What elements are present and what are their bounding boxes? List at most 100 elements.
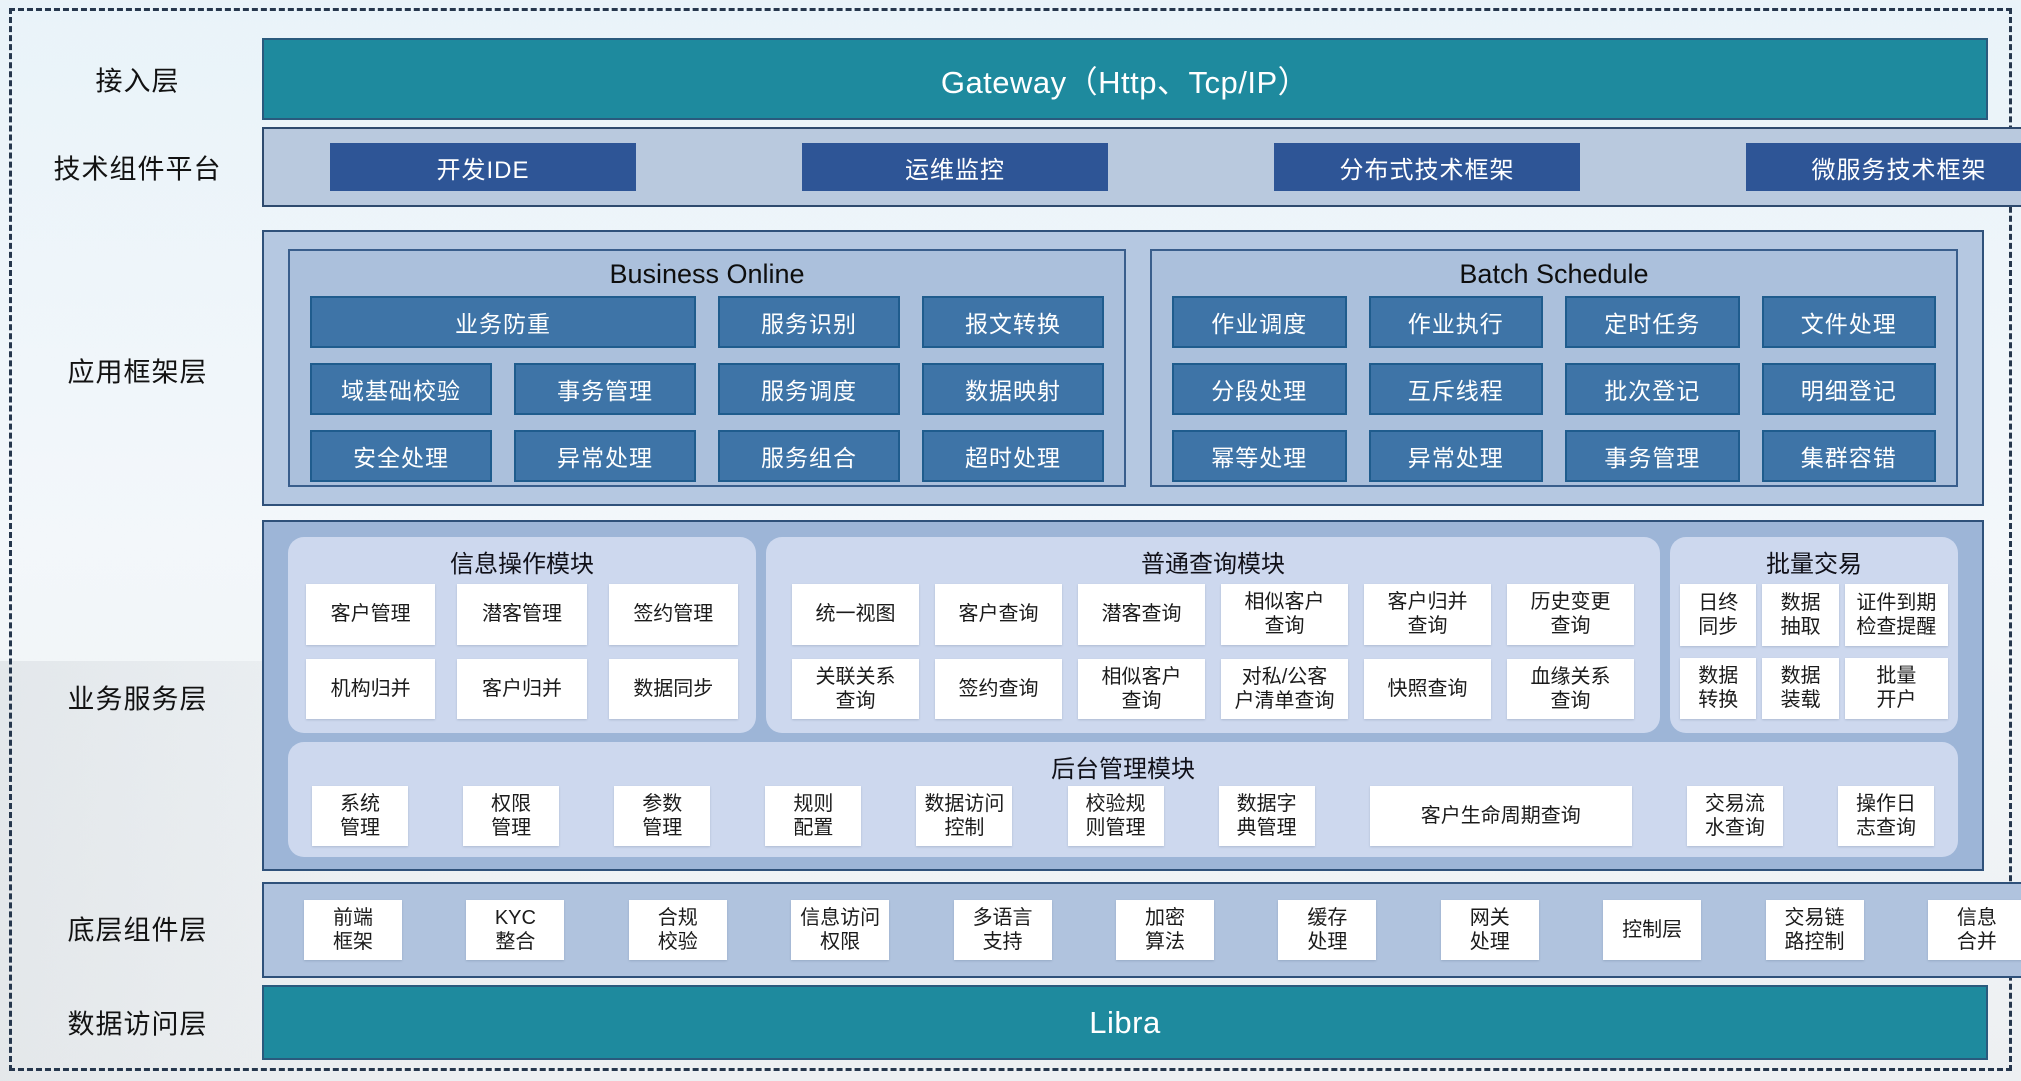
admin-module-chip: 系统 管理 — [312, 786, 408, 846]
base-layer-chip: 控制层 — [1603, 900, 1702, 960]
admin-module-chip: 操作日 志查询 — [1837, 786, 1934, 846]
batch-schedule-chip: 定时任务 — [1565, 296, 1740, 348]
base-layer-chip: 网关 处理 — [1440, 900, 1539, 960]
base-layer-chip: 合规 校验 — [628, 900, 727, 960]
business-online-chip: 服务调度 — [718, 363, 900, 415]
base-layer-chip: 缓存 处理 — [1278, 900, 1377, 960]
batch-schedule-chip: 明细登记 — [1761, 363, 1936, 415]
business-online-chip: 业务防重 — [310, 296, 696, 348]
framework-layer-container: Business Online 业务防重 服务识别 报文转换 域基础校验 事务管… — [262, 230, 1984, 506]
base-layer-row: 前端 框架 KYC 整合 合规 校验 信息访问 权限 多语言 支持 加密 算法 … — [262, 882, 2021, 978]
info-module-chip: 机构归并 — [306, 658, 436, 719]
batch-schedule-chip: 异常处理 — [1368, 430, 1543, 482]
query-module-title: 普通查询模块 — [1141, 551, 1285, 578]
batch-trade-chip: 日终 同步 — [1680, 584, 1757, 646]
query-module-chip: 快照查询 — [1364, 658, 1491, 719]
admin-module-chip: 客户生命周期查询 — [1369, 786, 1632, 846]
business-online-chip: 域基础校验 — [310, 363, 492, 415]
business-online-grid: 业务防重 服务识别 报文转换 域基础校验 事务管理 服务调度 数据映射 安全处理… — [290, 290, 1124, 498]
business-online-box: Business Online 业务防重 服务识别 报文转换 域基础校验 事务管… — [288, 249, 1126, 487]
layer-label-access: 接入层 — [95, 66, 180, 97]
info-module-chip: 客户管理 — [306, 584, 436, 645]
batch-schedule-grid: 作业调度 作业执行 定时任务 文件处理 分段处理 互斥线程 批次登记 明细登记 … — [1152, 290, 1956, 498]
service-top-modules: 信息操作模块 客户管理 潜客管理 签约管理 机构归并 客户归并 数据同步 普通查… — [288, 537, 1958, 733]
batch-schedule-chip: 事务管理 — [1565, 430, 1740, 482]
query-module-chip: 血缘关系 查询 — [1507, 658, 1634, 719]
query-module-chip: 相似客户 查询 — [1078, 658, 1205, 719]
batch-trade-chip: 证件到期 检查提醒 — [1844, 584, 1948, 646]
business-online-chip: 事务管理 — [514, 363, 696, 415]
query-module-chip: 历史变更 查询 — [1507, 584, 1634, 645]
info-module-chip: 数据同步 — [608, 658, 738, 719]
general-query-module: 普通查询模块 统一视图 客户查询 潜客查询 相似客户 查询 客户归并 查询 历史… — [766, 537, 1660, 733]
business-online-chip: 异常处理 — [514, 430, 696, 482]
gateway-bar: Gateway（Http、Tcp/IP） — [262, 38, 1988, 120]
layer-label-framework: 应用框架层 — [67, 357, 208, 388]
business-online-chip: 超时处理 — [922, 430, 1104, 482]
base-layer-chip: 信息访问 权限 — [791, 900, 890, 960]
business-online-title: Business Online — [609, 259, 805, 289]
tech-chip: 运维监控 — [802, 143, 1108, 191]
admin-module-chip: 校验规 则管理 — [1067, 786, 1164, 846]
info-module-chip: 潜客管理 — [457, 584, 587, 645]
batch-schedule-chip: 幂等处理 — [1172, 430, 1347, 482]
business-online-chip: 安全处理 — [310, 430, 492, 482]
batch-schedule-chip: 文件处理 — [1761, 296, 1936, 348]
info-module-chip: 签约管理 — [608, 584, 738, 645]
batch-schedule-chip: 集群容错 — [1761, 430, 1936, 482]
admin-module-chip: 数据访问 控制 — [916, 786, 1013, 846]
admin-module-chip: 规则 配置 — [765, 786, 862, 846]
base-layer-chip: 交易链 路控制 — [1765, 900, 1864, 960]
query-module-chip: 客户归并 查询 — [1364, 584, 1491, 645]
tech-chip: 微服务技术框架 — [1746, 143, 2021, 191]
service-layer-container: 信息操作模块 客户管理 潜客管理 签约管理 机构归并 客户归并 数据同步 普通查… — [262, 520, 1984, 871]
base-layer-chip: 加密 算法 — [1115, 900, 1214, 960]
batch-schedule-title: Batch Schedule — [1459, 259, 1649, 289]
base-layer-chip: 信息 合并 — [1927, 900, 2021, 960]
info-operation-module: 信息操作模块 客户管理 潜客管理 签约管理 机构归并 客户归并 数据同步 — [288, 537, 756, 733]
layer-label-service: 业务服务层 — [67, 684, 208, 715]
base-layer-chip: 前端 框架 — [304, 900, 402, 960]
base-layer-chip: KYC 整合 — [466, 900, 565, 960]
admin-module-chip: 权限 管理 — [463, 786, 560, 846]
batch-schedule-chip: 互斥线程 — [1368, 363, 1543, 415]
admin-module-chip: 数据字 典管理 — [1218, 786, 1315, 846]
batch-trade-grid: 日终 同步 数据 抽取 证件到期 检查提醒 数据 转换 数据 装载 批量 开户 — [1670, 580, 1958, 733]
business-online-chip: 服务组合 — [718, 430, 900, 482]
diagram-content: Gateway（Http、Tcp/IP） 开发IDE 运维监控 分布式技术框架 … — [262, 0, 2021, 1081]
batch-schedule-box: Batch Schedule 作业调度 作业执行 定时任务 文件处理 分段处理 … — [1150, 249, 1958, 487]
info-module-grid: 客户管理 潜客管理 签约管理 机构归并 客户归并 数据同步 — [288, 580, 756, 733]
base-layer-chip: 多语言 支持 — [953, 900, 1052, 960]
query-module-chip: 客户查询 — [935, 584, 1062, 645]
batch-schedule-chip: 批次登记 — [1565, 363, 1740, 415]
query-module-chip: 统一视图 — [792, 584, 919, 645]
business-online-chip: 报文转换 — [922, 296, 1104, 348]
query-module-chip: 相似客户 查询 — [1221, 584, 1348, 645]
query-module-chip: 签约查询 — [935, 658, 1062, 719]
layer-label-base: 底层组件层 — [67, 915, 208, 946]
admin-module-title: 后台管理模块 — [1051, 756, 1195, 783]
batch-trade-chip: 数据 转换 — [1680, 657, 1757, 719]
batch-schedule-chip: 作业执行 — [1368, 296, 1543, 348]
layer-label-tech: 技术组件平台 — [53, 154, 222, 185]
query-module-grid: 统一视图 客户查询 潜客查询 相似客户 查询 客户归并 查询 历史变更 查询 关… — [766, 580, 1660, 733]
admin-module: 后台管理模块 系统 管理 权限 管理 参数 管理 规则 配置 数据访问 控制 校… — [288, 742, 1958, 857]
business-online-chip: 服务识别 — [718, 296, 900, 348]
batch-schedule-chip: 作业调度 — [1172, 296, 1347, 348]
business-online-chip: 数据映射 — [922, 363, 1104, 415]
admin-module-chip: 参数 管理 — [614, 786, 711, 846]
tech-platform-row: 开发IDE 运维监控 分布式技术框架 微服务技术框架 — [262, 127, 2021, 207]
tech-chip: 开发IDE — [330, 143, 636, 191]
batch-trade-chip: 批量 开户 — [1844, 657, 1948, 719]
batch-schedule-chip: 分段处理 — [1172, 363, 1347, 415]
tech-chip: 分布式技术框架 — [1274, 143, 1580, 191]
libra-bar: Libra — [262, 985, 1988, 1060]
batch-trade-title: 批量交易 — [1766, 551, 1862, 578]
admin-module-chip: 交易流 水查询 — [1686, 786, 1783, 846]
layer-label-data: 数据访问层 — [67, 1009, 208, 1040]
admin-module-row: 系统 管理 权限 管理 参数 管理 规则 配置 数据访问 控制 校验规 则管理 … — [288, 784, 1958, 858]
batch-trade-chip: 数据 装载 — [1762, 657, 1839, 719]
query-module-chip: 对私/公客 户清单查询 — [1221, 658, 1348, 719]
info-module-chip: 客户归并 — [457, 658, 587, 719]
query-module-chip: 潜客查询 — [1078, 584, 1205, 645]
